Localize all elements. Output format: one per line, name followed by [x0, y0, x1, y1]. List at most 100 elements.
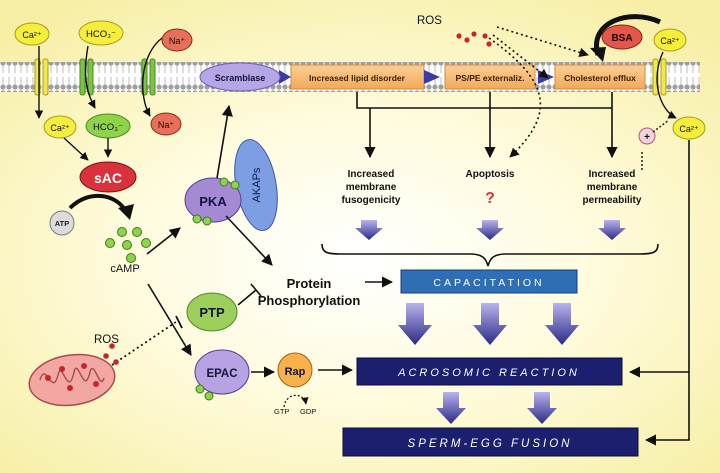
- atp-molecule: ATP: [49, 210, 75, 236]
- svg-text:permeability: permeability: [583, 195, 642, 206]
- svg-text:Ca²⁺: Ca²⁺: [22, 30, 42, 40]
- ca-ion-out-right: Ca²⁺: [653, 28, 687, 52]
- fusogenicity-outcome: Increased membrane fusogenicity: [342, 169, 401, 206]
- camp-label: cAMP: [110, 263, 139, 275]
- lipid-disorder-box: Increased lipid disorder: [290, 64, 425, 90]
- ros-left-label: ROS: [94, 334, 119, 346]
- svg-text:Ca²⁺: Ca²⁺: [660, 36, 680, 46]
- sperm-egg-fusion-box: SPERM-EGG FUSION: [342, 427, 639, 457]
- svg-text:sAC: sAC: [94, 170, 122, 186]
- apoptosis-outcome: Apoptosis ?: [466, 169, 515, 207]
- ros-to-efflux-arrow: [496, 26, 589, 58]
- svg-text:Na⁺: Na⁺: [158, 120, 175, 130]
- svg-text:Phosphorylation: Phosphorylation: [258, 293, 361, 308]
- capacitation-to-acrosome-arrow: [398, 303, 432, 345]
- positive-effect-marker: +: [638, 119, 670, 170]
- svg-text:CAPACITATION: CAPACITATION: [433, 277, 544, 289]
- bsa: BSA: [590, 14, 662, 62]
- ros-to-psp-arrow: [492, 34, 549, 79]
- svg-text:ROS: ROS: [417, 15, 442, 27]
- ca-channel-right: [652, 58, 667, 96]
- svg-text:Ca²⁺: Ca²⁺: [679, 124, 699, 134]
- ca-ion-out-left: Ca²⁺: [14, 22, 50, 46]
- ca-to-fusion-arrow: [644, 140, 690, 446]
- svg-text:Protein: Protein: [287, 276, 332, 291]
- camp-molecules: [105, 227, 151, 263]
- pka-to-scramblase-arrow: [216, 104, 233, 179]
- acrosomic-reaction-box: ACROSOMIC REACTION: [356, 357, 623, 386]
- svg-text:Apoptosis: Apoptosis: [466, 169, 515, 180]
- ros-inhibits-ptp: [111, 321, 177, 366]
- svg-text:PTP: PTP: [199, 305, 225, 320]
- gtp-label: GTP: [274, 407, 289, 416]
- hco3-na-transporter: [79, 58, 156, 96]
- atp-to-camp-arrow: [68, 193, 128, 214]
- sac-enzyme: sAC: [79, 161, 137, 193]
- capacitation-box: CAPACITATION: [400, 269, 578, 294]
- chevron-icon: [279, 70, 291, 84]
- svg-text:Na⁺: Na⁺: [169, 36, 186, 46]
- svg-text:Increased: Increased: [348, 169, 395, 180]
- svg-text:EPAC: EPAC: [206, 368, 237, 380]
- membrane-branch-line: [356, 92, 612, 109]
- mitochondrion: [28, 343, 119, 407]
- camp-to-epac-arrow: [147, 283, 192, 356]
- permeability-outcome: Increased membrane permeability: [583, 169, 642, 206]
- svg-text:ATP: ATP: [55, 219, 69, 228]
- ca-influx-right-arrow: [656, 51, 677, 119]
- akaps: AKAPs: [234, 139, 278, 231]
- svg-text:AKAPs: AKAPs: [251, 167, 263, 202]
- svg-text:fusogenicity: fusogenicity: [342, 195, 401, 206]
- ptp-inhibits-phosphorylation: [237, 289, 257, 306]
- permeability-down-arrow: [598, 220, 626, 240]
- acrosome-to-fusion-arrow: [527, 392, 557, 424]
- cholesterol-efflux-box: Cholesterol efflux: [554, 64, 646, 90]
- pka-to-phosphorylation-arrow: [225, 215, 273, 266]
- ca-ion-in-left: Ca²⁺: [43, 115, 77, 139]
- protein-phosphorylation: Protein Phosphorylation: [258, 276, 361, 308]
- hco3-ion-out: HCO₃⁻: [78, 20, 124, 46]
- ros-top: ROS: [417, 15, 492, 47]
- ca-ion-in-right: Ca²⁺: [672, 116, 706, 140]
- epac: EPAC: [194, 349, 250, 401]
- gdp-label: GDP: [300, 407, 316, 416]
- chevron-icon: [424, 70, 440, 84]
- svg-text:membrane: membrane: [346, 182, 397, 193]
- svg-text:?: ?: [485, 190, 495, 207]
- svg-text:+: +: [644, 132, 650, 143]
- capacitation-to-acrosome-arrow: [473, 303, 507, 345]
- rap: Rap: [277, 352, 313, 388]
- na-ion-in: Na⁺: [150, 112, 182, 136]
- svg-text:BSA: BSA: [611, 33, 632, 44]
- scramblase: Scramblase: [199, 62, 281, 92]
- fusogenicity-down-arrow: [355, 220, 383, 240]
- svg-text:membrane: membrane: [587, 182, 638, 193]
- svg-text:PKA: PKA: [199, 194, 227, 209]
- na-flux-arrow: [142, 37, 163, 117]
- ps-pe-box: PS/PE externaliz.: [444, 64, 536, 90]
- capacitation-to-acrosome-arrow: [545, 303, 579, 345]
- gtp-gdp-cycle-arrow: [283, 394, 309, 408]
- svg-text:PS/PE externaliz.: PS/PE externaliz.: [456, 73, 525, 83]
- na-ion-out: Na⁺: [161, 28, 193, 52]
- ca-to-sac-arrow: [63, 137, 89, 161]
- svg-text:Ca²⁺: Ca²⁺: [50, 123, 70, 133]
- convergence-brace: [321, 243, 659, 267]
- acrosome-to-fusion-arrow: [436, 392, 466, 424]
- ptp: PTP: [186, 292, 238, 332]
- ros-to-apoptosis-arrow: [488, 37, 542, 158]
- apoptosis-down-arrow: [476, 220, 504, 240]
- hco3-ion-in: HCO₃⁻: [85, 113, 131, 139]
- svg-text:Scramblase: Scramblase: [215, 73, 266, 83]
- svg-text:ACROSOMIC REACTION: ACROSOMIC REACTION: [397, 367, 580, 379]
- hco3-influx-arrow: [84, 45, 96, 109]
- svg-text:HCO₃⁻: HCO₃⁻: [93, 122, 123, 133]
- svg-text:Rap: Rap: [285, 366, 306, 378]
- svg-text:Increased: Increased: [589, 169, 636, 180]
- svg-text:HCO₃⁻: HCO₃⁻: [86, 29, 116, 40]
- camp-to-pka-arrow: [146, 227, 181, 255]
- svg-text:Increased lipid disorder: Increased lipid disorder: [309, 73, 406, 83]
- pka: PKA: [184, 177, 242, 226]
